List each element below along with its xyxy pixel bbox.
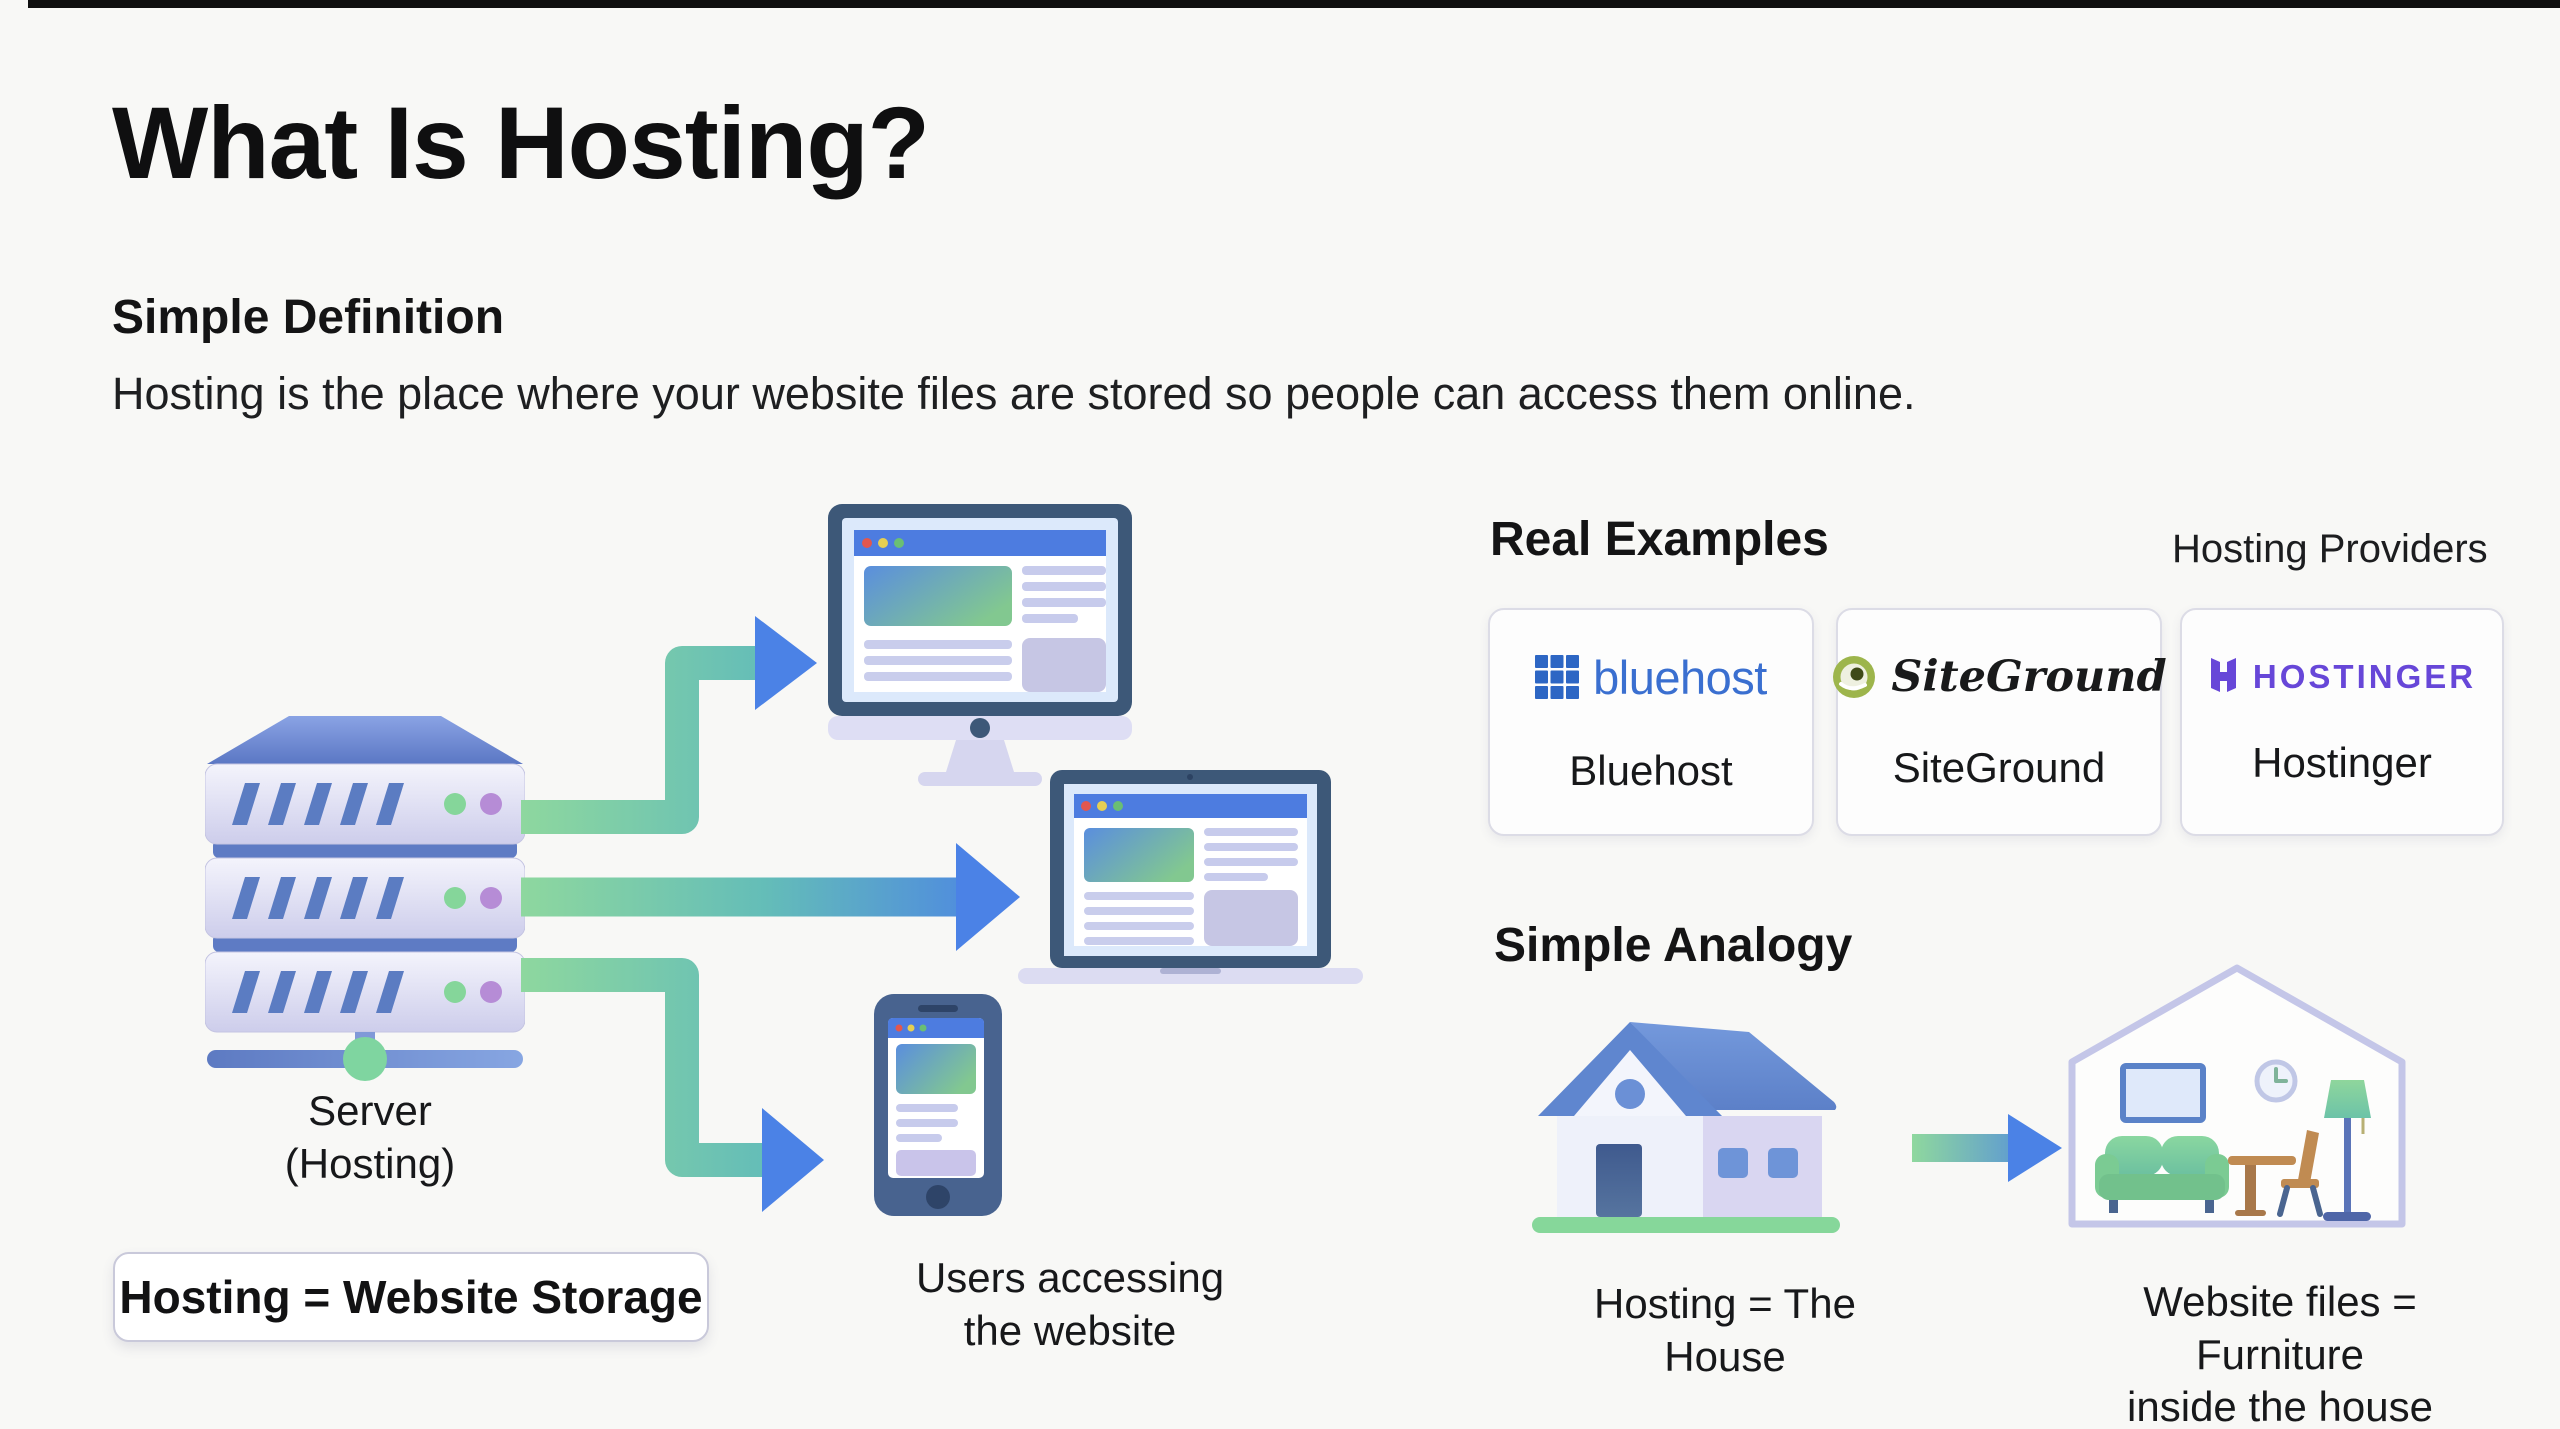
server-label: Server (Hosting) bbox=[284, 1087, 456, 1187]
users-label: Users accessing the website bbox=[915, 1254, 1225, 1354]
arrow-to-phone-icon bbox=[521, 958, 824, 1212]
storage-badge-text: Hosting = Website Storage bbox=[119, 1271, 703, 1323]
examples-heading: Real Examples bbox=[1490, 513, 1829, 566]
bluehost-logo-text: bluehost bbox=[1593, 650, 1767, 704]
provider-card-siteground: SiteGround SiteGround bbox=[1833, 608, 2167, 836]
hostinger-h-icon bbox=[2210, 658, 2236, 692]
desktop-computer-icon bbox=[828, 504, 1132, 786]
laptop-icon bbox=[1018, 770, 1363, 984]
siteground-logo: SiteGround bbox=[1831, 652, 2167, 702]
provider-label-siteground: SiteGround bbox=[1892, 744, 2106, 791]
page-title: What Is Hosting? bbox=[112, 86, 930, 200]
hostinger-logo-text: HOSTINGER bbox=[2252, 658, 2477, 695]
provider-card-bluehost: bluehost Bluehost bbox=[1488, 608, 1814, 836]
house-icon bbox=[1532, 1022, 1840, 1233]
bluehost-grid-icon bbox=[1535, 655, 1580, 699]
providers-subheading: Hosting Providers bbox=[2172, 527, 2488, 571]
arrow-to-desktop-icon bbox=[521, 616, 817, 834]
house-label: Hosting = The House bbox=[1594, 1280, 1856, 1380]
provider-label-hostinger: Hostinger bbox=[2252, 739, 2432, 786]
storage-badge: Hosting = Website Storage bbox=[113, 1252, 709, 1342]
analogy-arrow-icon bbox=[1912, 1114, 2062, 1182]
bluehost-logo: bluehost bbox=[1535, 650, 1767, 705]
arrow-to-laptop-icon bbox=[521, 843, 1020, 951]
server-icon bbox=[205, 716, 525, 1081]
top-border-strip bbox=[28, 0, 2560, 8]
definition-heading: Simple Definition bbox=[112, 291, 505, 344]
siteground-logo-text: SiteGround bbox=[1891, 652, 2167, 702]
siteground-swirl-icon bbox=[1833, 656, 1876, 698]
furniture-label: Website files = Furniture inside the hou… bbox=[2127, 1278, 2433, 1429]
smartphone-icon bbox=[874, 994, 1002, 1216]
hostinger-logo: HOSTINGER bbox=[2208, 657, 2476, 697]
provider-label-bluehost: Bluehost bbox=[1569, 746, 1733, 794]
analogy-heading: Simple Analogy bbox=[1494, 919, 1853, 972]
definition-text: Hosting is the place where your website … bbox=[112, 368, 1916, 419]
provider-card-hostinger: HOSTINGER Hostinger bbox=[2180, 608, 2504, 836]
data-flow-arrows-icon bbox=[521, 616, 1020, 1212]
furnished-house-icon bbox=[2068, 964, 2406, 1228]
